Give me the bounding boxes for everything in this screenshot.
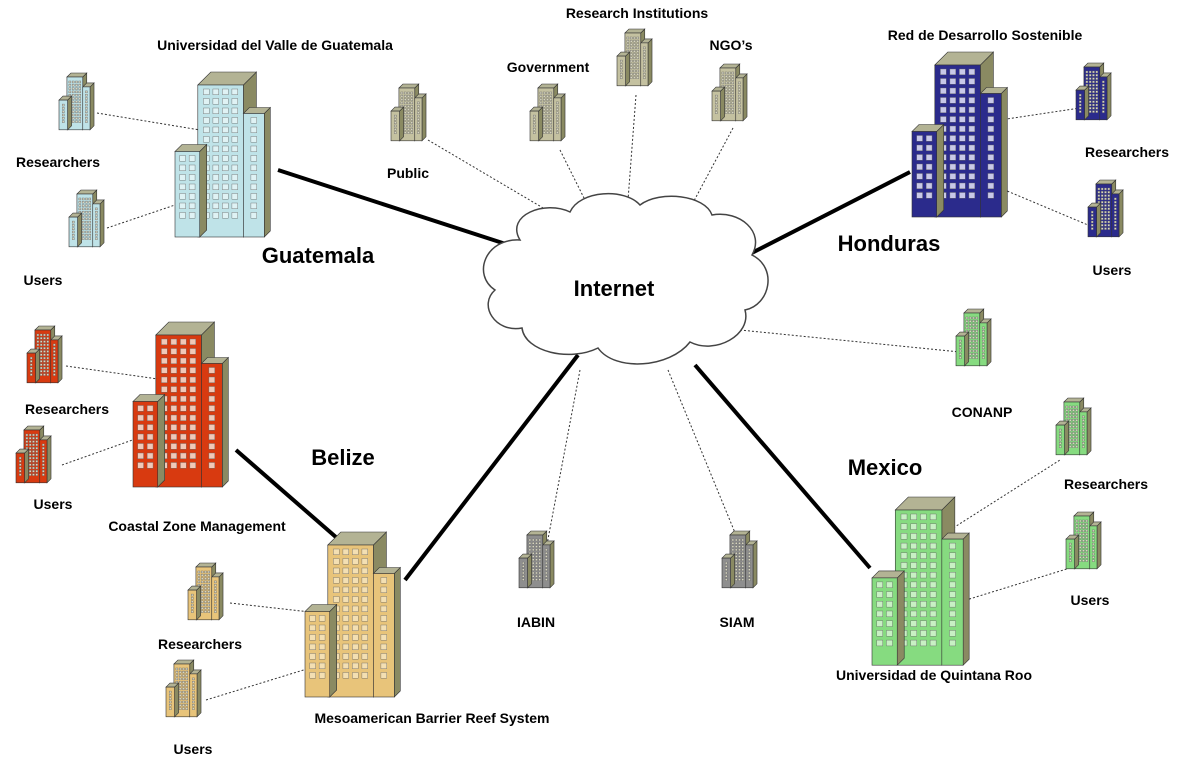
mx-users-building-icon [1065, 511, 1102, 570]
internet-cloud [482, 193, 769, 365]
node-label-public: Public [387, 165, 429, 181]
link-conanp [739, 329, 961, 353]
bz-users-building-icon [15, 425, 52, 484]
conanp-building-icon [955, 308, 992, 367]
institution-label-mbrs: Mesoamerican Barrier Reef System [314, 710, 549, 726]
link-mexico [693, 363, 872, 570]
public-building-icon [390, 83, 427, 142]
user-label-mbrs-users: Users [174, 741, 213, 757]
bz-researchers-building-icon [26, 325, 63, 384]
link-hn-researchers [999, 107, 1081, 121]
institution-label-uvg: Universidad del Valle de Guatemala [157, 37, 393, 53]
link-mbrs-internet [403, 353, 580, 582]
link-siam [667, 369, 739, 541]
link-gt-researchers [96, 112, 201, 131]
link-research-institutions [627, 94, 637, 201]
country-label-guatemala: Guatemala [262, 243, 375, 268]
government-building-icon [529, 83, 566, 142]
country-label-honduras: Honduras [838, 231, 941, 256]
user-label-mx-users: Users [1071, 592, 1110, 608]
institution-label-czm: Coastal Zone Management [108, 518, 286, 534]
mbrs-researchers-building-icon [187, 562, 224, 621]
mbrs-building-icon [304, 531, 402, 698]
hn-users-building-icon [1087, 179, 1124, 238]
backbone-links [234, 168, 911, 582]
link-mbrs-users [205, 667, 311, 701]
user-label-bz-researchers: Researchers [25, 401, 109, 417]
siam-building-icon [721, 530, 758, 589]
link-belize [234, 448, 347, 547]
link-honduras [737, 170, 911, 262]
node-label-government: Government [507, 59, 590, 75]
user-label-mbrs-researchers: Researchers [158, 636, 242, 652]
link-government [559, 149, 591, 211]
link-mx-users [949, 567, 1071, 606]
country-label-belize: Belize [311, 445, 375, 470]
ngos-building-icon [711, 63, 748, 122]
user-label-mx-researchers: Researchers [1064, 476, 1148, 492]
mx-researchers-building-icon [1055, 397, 1092, 456]
link-iabin [544, 369, 581, 556]
gt-researchers-building-icon [58, 72, 95, 131]
node-label-ngos: NGO’s [709, 37, 752, 53]
gt-users-building-icon [68, 189, 105, 248]
mbrs-users-building-icon [165, 659, 202, 718]
node-label-siam: SIAM [720, 614, 755, 630]
uvg-building-icon [174, 71, 272, 238]
research-institutions-building-icon [616, 28, 653, 87]
czm-building-icon [132, 321, 230, 488]
link-gt-users [106, 204, 176, 229]
buildings-layer [15, 28, 1124, 718]
link-bz-researchers [65, 365, 166, 381]
country-label-mexico: Mexico [848, 455, 923, 480]
link-public [427, 139, 556, 216]
user-label-hn-researchers: Researchers [1085, 144, 1169, 160]
link-guatemala [277, 168, 519, 250]
uqroo-building-icon [871, 496, 970, 666]
link-hn-users [999, 187, 1089, 226]
institution-label-uqroo: Universidad de Quintana Roo [836, 667, 1032, 683]
user-label-hn-users: Users [1093, 262, 1132, 278]
link-bz-users [61, 431, 156, 466]
rds-building-icon [911, 51, 1009, 218]
node-label-iabin: IABIN [517, 614, 555, 630]
user-label-gt-users: Users [24, 272, 63, 288]
user-label-gt-researchers: Researchers [16, 154, 100, 170]
iabin-building-icon [518, 530, 555, 589]
link-mx-researchers [949, 459, 1061, 531]
dotted-links [61, 94, 1089, 701]
node-label-conanp: CONANP [952, 404, 1013, 420]
internet-label: Internet [574, 276, 655, 301]
institution-label-rds: Red de Desarrollo Sostenible [888, 27, 1083, 43]
link-mbrs-researchers [229, 602, 311, 613]
user-label-bz-users: Users [34, 496, 73, 512]
node-label-research-institutions: Research Institutions [566, 5, 709, 21]
hn-researchers-building-icon [1075, 62, 1112, 121]
